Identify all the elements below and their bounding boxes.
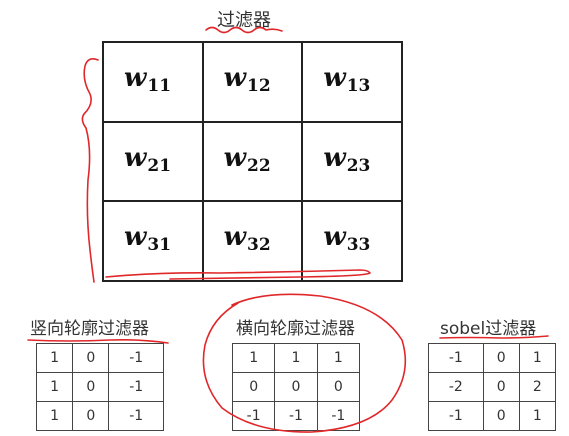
weight-symbol: w bbox=[223, 142, 247, 173]
kernel-cell: 1 bbox=[35, 343, 74, 373]
weight-subscript: 12 bbox=[247, 76, 271, 96]
weight-cell-32: w32 bbox=[202, 201, 303, 281]
table-row: 1 1 1 bbox=[231, 343, 361, 373]
horizontal-filter-table: 1 1 1 0 0 0 -1 -1 -1 bbox=[231, 343, 361, 431]
weight-cell-31: w31 bbox=[103, 201, 203, 281]
kernel-cell: 2 bbox=[518, 372, 557, 402]
weight-symbol: w bbox=[323, 142, 346, 173]
kernel-cell: 0 bbox=[72, 401, 110, 431]
kernel-cell: 0 bbox=[482, 401, 520, 431]
weight-subscript: 13 bbox=[346, 76, 371, 96]
weight-subscript: 32 bbox=[247, 235, 271, 256]
sobel-filter-title: sobel过滤器 bbox=[440, 319, 537, 339]
weight-cell-21: w21 bbox=[103, 121, 203, 202]
kernel-cell: 0 bbox=[231, 372, 276, 402]
kernel-cell: 1 bbox=[316, 343, 361, 373]
kernel-cell: 1 bbox=[518, 343, 557, 373]
weight-symbol: w bbox=[323, 222, 346, 253]
weight-subscript: 31 bbox=[147, 235, 172, 256]
kernel-cell: -1 bbox=[231, 401, 276, 431]
kernel-cell: -1 bbox=[108, 372, 164, 402]
kernel-cell: -1 bbox=[428, 401, 484, 431]
kernel-cell: -1 bbox=[316, 401, 361, 431]
kernel-cell: 0 bbox=[316, 372, 361, 402]
table-row: -1 0 1 bbox=[428, 401, 557, 431]
weight-cell-33: w33 bbox=[302, 201, 402, 281]
weight-subscript: 33 bbox=[346, 235, 371, 256]
horizontal-filter-title: 横向轮廓过滤器 bbox=[236, 319, 355, 339]
kernel-cell: -1 bbox=[108, 343, 164, 373]
weight-cell-11: w11 bbox=[103, 42, 203, 122]
weight-cell-12: w12 bbox=[202, 42, 303, 122]
table-row: -1 -1 -1 bbox=[231, 401, 361, 431]
filter-title: 过滤器 bbox=[217, 10, 271, 31]
kernel-cell: -2 bbox=[428, 372, 484, 402]
kernel-cell: 0 bbox=[274, 372, 318, 402]
table-row: -2 0 2 bbox=[428, 372, 557, 402]
weight-symbol: w bbox=[124, 142, 147, 173]
weight-symbol: w bbox=[124, 63, 147, 93]
weight-cell-23: w23 bbox=[302, 121, 402, 202]
kernel-cell: 1 bbox=[35, 372, 74, 402]
table-row: 1 0 -1 bbox=[35, 372, 164, 402]
left-brace bbox=[81, 58, 99, 283]
kernel-cell: 0 bbox=[482, 343, 520, 373]
kernel-cell: 0 bbox=[72, 372, 110, 402]
weight-subscript: 23 bbox=[346, 155, 371, 176]
table-row: 1 0 -1 bbox=[35, 401, 164, 431]
table-row: -1 0 1 bbox=[428, 343, 557, 373]
kernel-cell: 0 bbox=[482, 372, 520, 402]
kernel-cell: 0 bbox=[72, 343, 110, 373]
sobel-filter-table: -1 0 1 -2 0 2 -1 0 1 bbox=[428, 343, 557, 431]
weight-symbol: w bbox=[124, 222, 147, 253]
kernel-cell: 1 bbox=[35, 401, 74, 431]
kernel-cell: 1 bbox=[231, 343, 276, 373]
kernel-cell: -1 bbox=[108, 401, 164, 431]
kernel-cell: -1 bbox=[274, 401, 318, 431]
weight-cell-22: w22 bbox=[202, 121, 303, 202]
weight-subscript: 22 bbox=[247, 155, 271, 176]
weight-subscript: 21 bbox=[147, 155, 172, 176]
weight-subscript: 11 bbox=[147, 76, 172, 96]
kernel-cell: -1 bbox=[428, 343, 484, 373]
vertical-filter-title: 竖向轮廓过滤器 bbox=[30, 319, 149, 339]
kernel-cell: 1 bbox=[518, 401, 557, 431]
table-row: 1 0 -1 bbox=[35, 343, 164, 373]
weight-symbol: w bbox=[223, 222, 247, 253]
kernel-cell: 1 bbox=[274, 343, 318, 373]
vertical-filter-table: 1 0 -1 1 0 -1 1 0 -1 bbox=[35, 343, 164, 431]
table-row: 0 0 0 bbox=[231, 372, 361, 402]
weight-symbol: w bbox=[223, 63, 247, 93]
weight-matrix: w11 w12 w13 w21 w22 w23 w31 w32 w33 bbox=[102, 41, 403, 282]
weight-symbol: w bbox=[323, 63, 346, 93]
weight-cell-13: w13 bbox=[302, 42, 402, 122]
